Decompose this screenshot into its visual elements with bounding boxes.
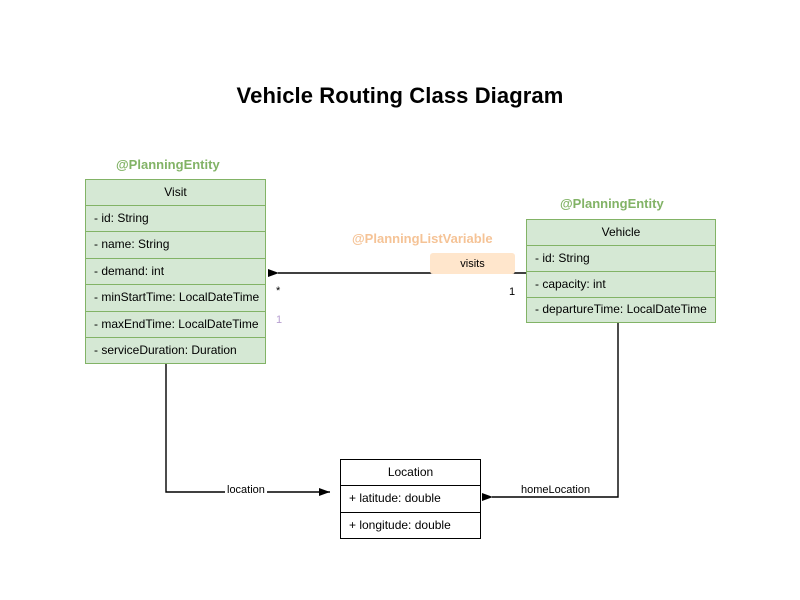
edge-label-home-location: homeLocation [519,484,593,496]
edge-visit-location [165,363,330,496]
multiplicity-visit-many: * [275,285,282,297]
class-name-visit: Visit [85,179,266,205]
edge-label-location: location [225,484,267,496]
class-box-location[interactable]: Location + latitude: double + longitude:… [340,459,481,539]
diagram-title: Vehicle Routing Class Diagram [236,83,564,108]
attribute-visit-service-duration: - serviceDuration: Duration [85,337,266,364]
attribute-visit-name: - name: String [85,231,266,258]
attribute-location-latitude: + latitude: double [340,485,481,512]
class-name-location: Location [340,459,481,485]
class-name-vehicle: Vehicle [526,219,716,245]
edge-vehicle-home-location [482,323,619,501]
stereotype-vehicle: @PlanningEntity [560,196,664,211]
role-badge-visits: visits [430,253,515,274]
attribute-vehicle-id: - id: String [526,245,716,271]
class-box-visit[interactable]: Visit - id: String - name: String - dema… [85,179,266,364]
annotation-planning-list-variable: @PlanningListVariable [352,231,493,246]
multiplicity-visit-one: 1 [275,314,284,326]
class-box-vehicle[interactable]: Vehicle - id: String - capacity: int - d… [526,219,716,323]
attribute-visit-id: - id: String [85,205,266,231]
attribute-vehicle-departure-time: - departureTime: LocalDateTime [526,297,716,323]
attribute-vehicle-capacity: - capacity: int [526,271,716,297]
attribute-location-longitude: + longitude: double [340,512,481,539]
attribute-visit-demand: - demand: int [85,258,266,284]
attribute-visit-max-end-time: - maxEndTime: LocalDateTime [85,311,266,337]
multiplicity-vehicle-one: 1 [508,286,517,298]
attribute-visit-min-start-time: - minStartTime: LocalDateTime [85,284,266,311]
stereotype-visit: @PlanningEntity [116,157,220,172]
